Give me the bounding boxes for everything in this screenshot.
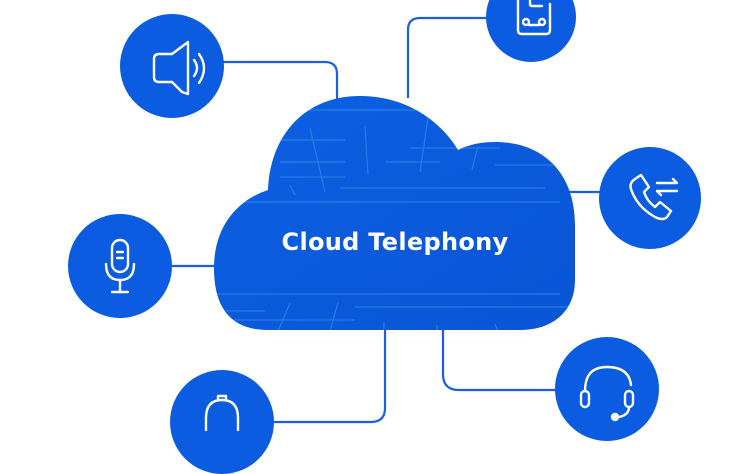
connector-speaker xyxy=(222,60,339,100)
microphone-icon xyxy=(104,238,136,294)
cloud-telephony-diagram: Cloud Telephony xyxy=(68,0,701,474)
node-voicemail[interactable] xyxy=(486,0,576,62)
headset-icon xyxy=(579,365,635,422)
phone-transfer-icon xyxy=(629,173,679,221)
connector-voicemail xyxy=(406,16,490,98)
node-headset[interactable] xyxy=(555,337,659,441)
connector-bell xyxy=(250,330,387,424)
node-microphone[interactable] xyxy=(68,214,172,318)
bell-icon xyxy=(204,394,240,432)
voicemail-icon xyxy=(516,0,552,36)
node-call-transfer[interactable] xyxy=(599,147,701,249)
speaker-icon xyxy=(152,40,206,96)
cloud-label: Cloud Telephony xyxy=(281,228,509,256)
connectors-and-cloud xyxy=(172,16,605,424)
connector-headset xyxy=(441,330,560,392)
node-bell[interactable] xyxy=(170,370,274,474)
node-speaker[interactable] xyxy=(120,14,224,118)
